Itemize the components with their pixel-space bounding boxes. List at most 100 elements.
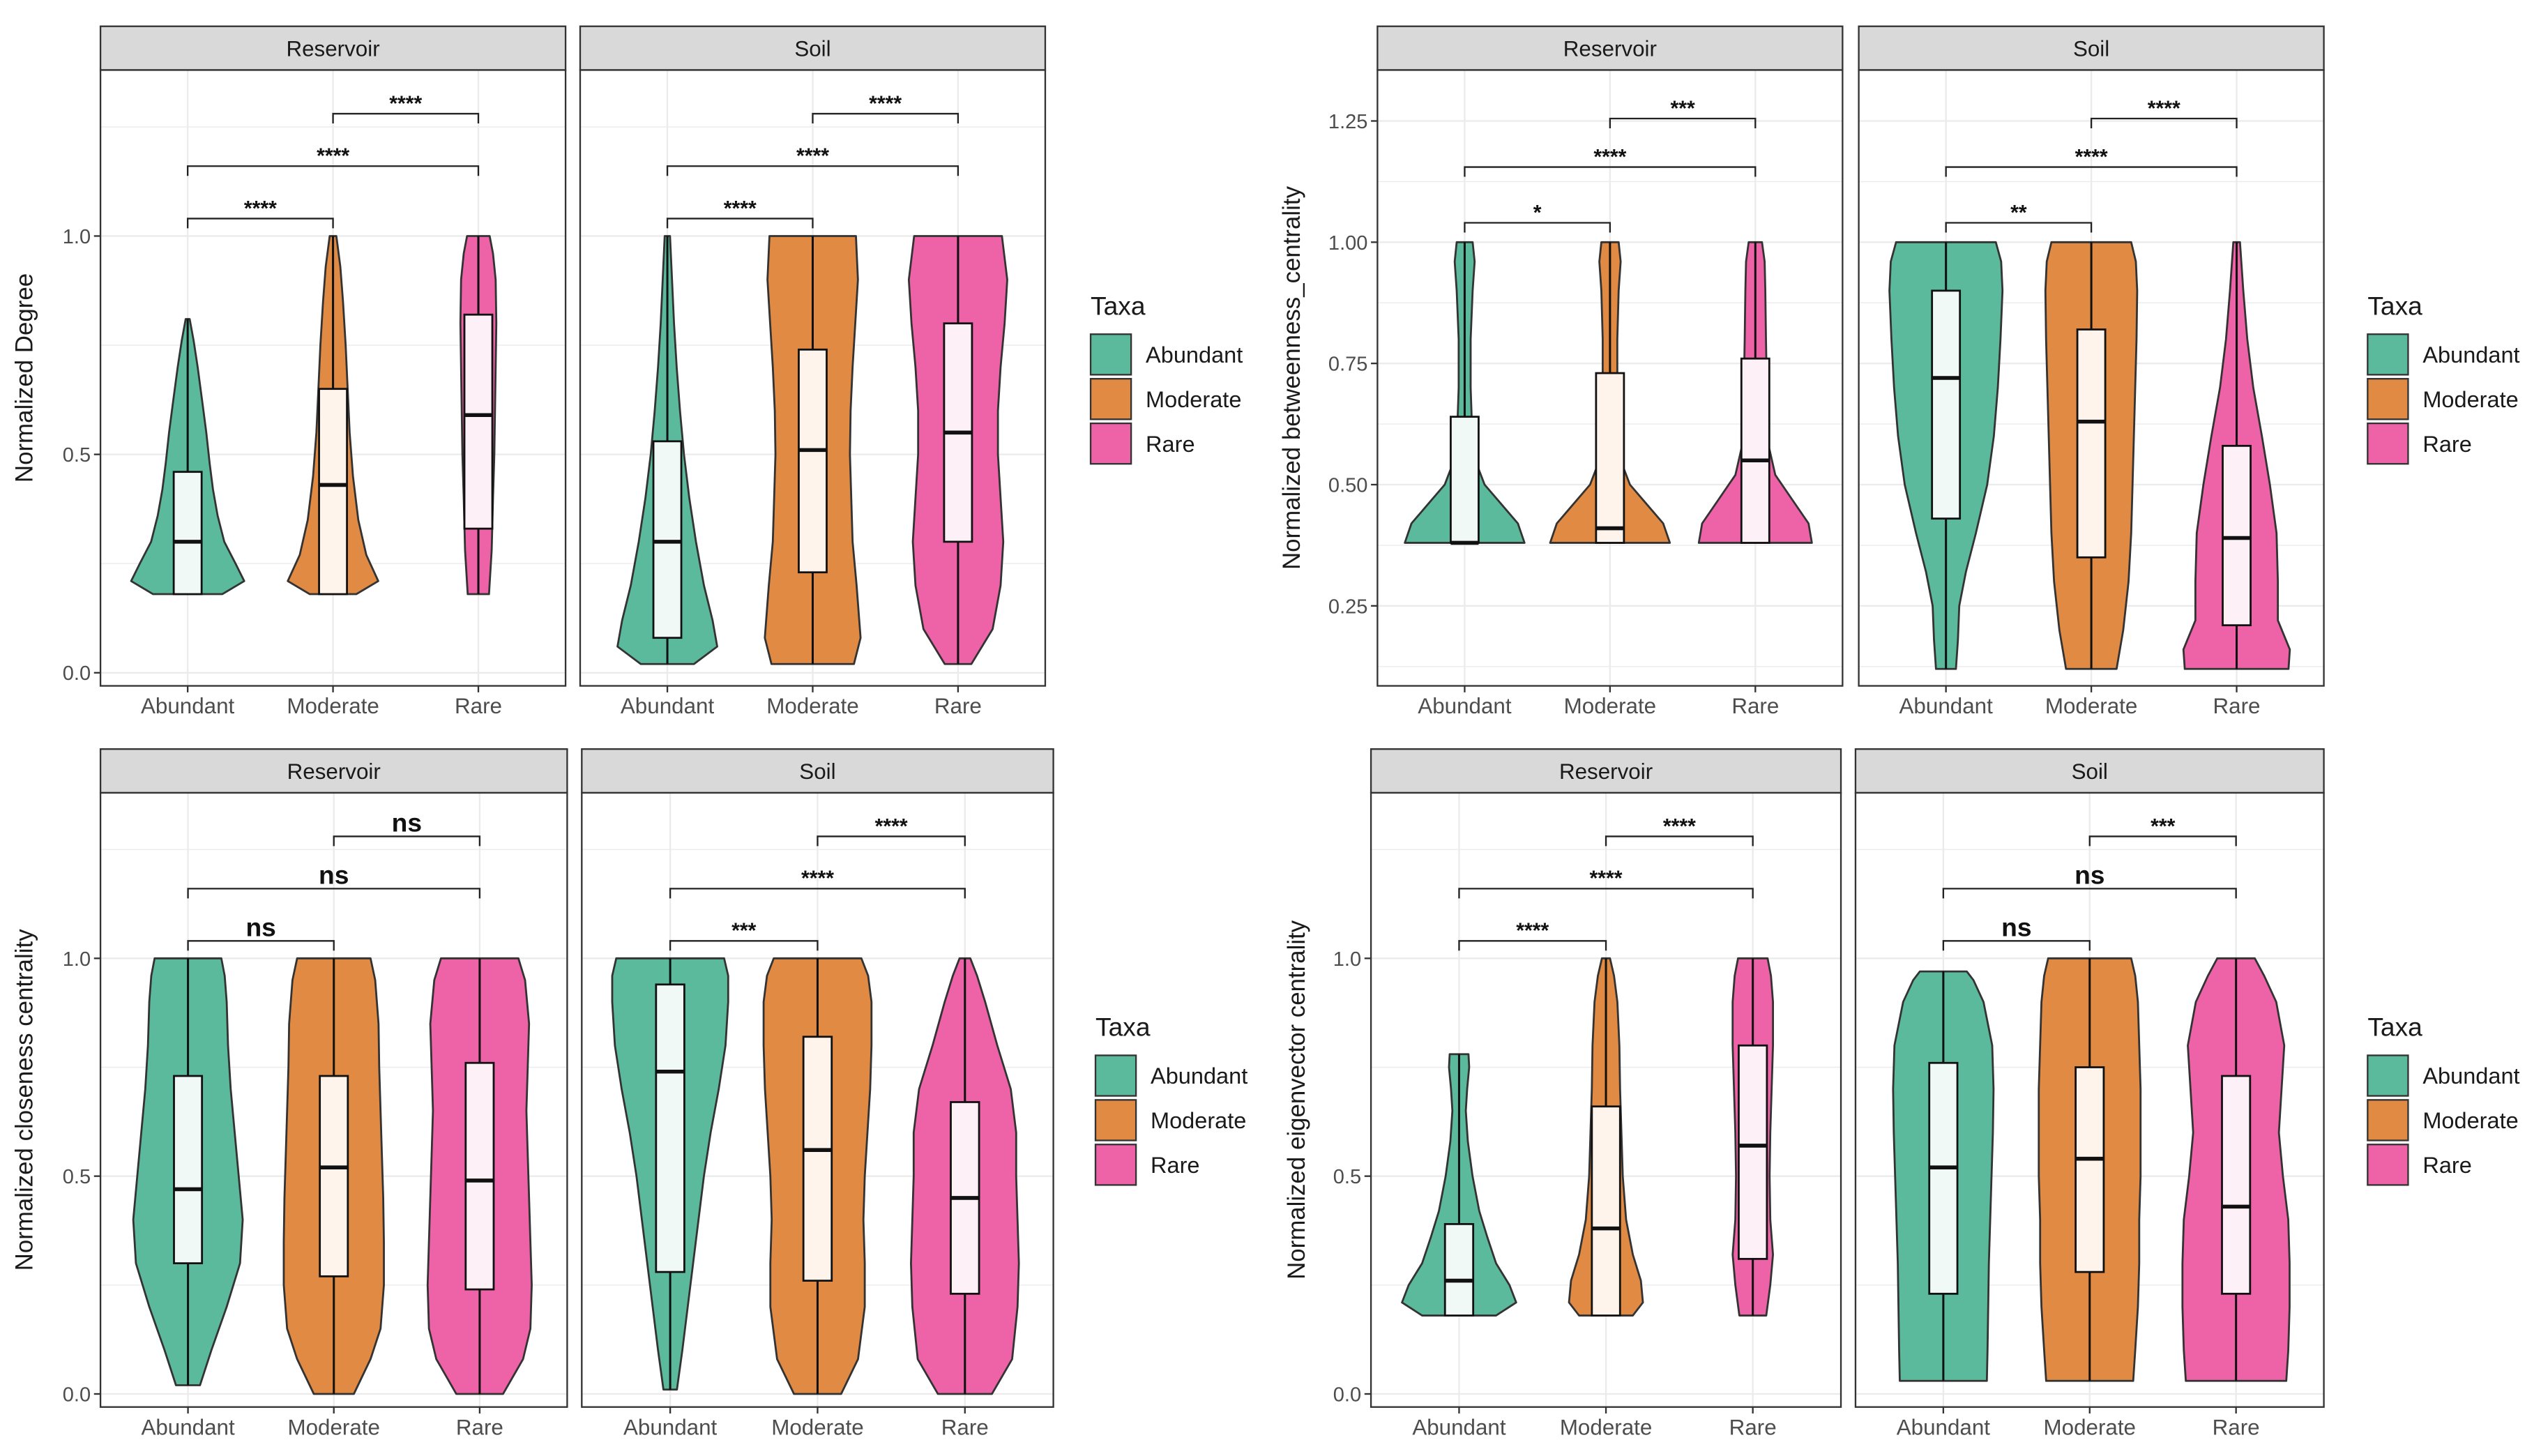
significance-label: ns [392, 807, 422, 837]
significance-bracket: ns [187, 912, 335, 951]
violin-rare [907, 235, 1008, 665]
violin-abundant [1401, 1053, 1517, 1317]
x-tick-label: Moderate [1560, 1415, 1652, 1439]
violin-moderate [764, 235, 862, 665]
significance-bracket: **** [1945, 146, 2238, 177]
x-tick-label: Rare [934, 694, 982, 718]
significance-label: **** [244, 197, 277, 220]
y-tick-label: 1.00 [1328, 232, 1368, 255]
bracket-line [669, 940, 819, 951]
x-tick-label: Abundant [141, 1415, 235, 1439]
chart-3: Normalized eigenvector centralityReservo… [1283, 748, 2520, 1439]
violin-moderate [762, 957, 873, 1395]
legend-key [1094, 1054, 1137, 1097]
significance-bracket: **** [669, 867, 966, 899]
facet-strip-label: Reservoir [1563, 37, 1657, 61]
legend-title: Taxa [2367, 1013, 2422, 1042]
significance-bracket: **** [1458, 867, 1754, 899]
violin-abundant [611, 957, 729, 1391]
violin-moderate [282, 957, 385, 1395]
y-axis-title: Normalized Degree [10, 273, 38, 483]
significance-label: **** [1593, 146, 1626, 169]
legend-title: Taxa [1091, 291, 1146, 320]
violin-abundant [1888, 241, 2004, 670]
significance-label: **** [389, 92, 422, 115]
y-tick-label: 1.0 [1333, 948, 1361, 971]
significance-label: **** [2075, 146, 2108, 169]
y-tick-label: 1.0 [63, 226, 91, 248]
legend-entry-moderate: Moderate [2367, 1099, 2519, 1142]
x-tick-label: Abundant [621, 694, 715, 718]
chart-0: Normalized DegreeReservoir0.00.51.0*****… [10, 25, 1243, 718]
significance-label: *** [2151, 815, 2176, 838]
x-tick-label: Moderate [287, 694, 379, 718]
violin-rare [910, 957, 1020, 1395]
violin-rare [2181, 957, 2291, 1382]
x-tick-label: Rare [2213, 1415, 2260, 1439]
legend-key [2367, 422, 2409, 465]
facet-strip-label: Soil [2072, 759, 2108, 784]
violin-rare [426, 957, 533, 1395]
facet-strip-label: Reservoir [287, 759, 381, 784]
bracket-line [187, 940, 335, 951]
y-tick-label: 0.0 [1333, 1383, 1361, 1406]
x-tick-label: Abundant [1897, 1415, 1991, 1439]
legend-label: Rare [2422, 432, 2471, 457]
legend-entry-rare: Rare [2367, 422, 2472, 465]
legend-key [2367, 1144, 2409, 1186]
y-axis-title: Normalized eigenvector centrality [1283, 920, 1310, 1280]
facet-reservoir: Reservoir0.250.500.751.001.25********Abu… [1328, 25, 1844, 718]
x-tick-label: Rare [941, 1415, 989, 1439]
significance-label: **** [724, 197, 757, 220]
y-tick-label: 0.50 [1328, 474, 1368, 496]
legend-label: Moderate [2422, 1108, 2518, 1133]
y-tick-label: 0.0 [63, 662, 91, 685]
violin-abundant [1892, 970, 1995, 1382]
facet-strip [1858, 25, 2325, 71]
significance-bracket: ** [1945, 202, 2093, 233]
legend-key [2367, 378, 2409, 420]
bracket-line [1605, 835, 1754, 847]
significance-label: ns [319, 860, 349, 889]
x-tick-label: Abundant [141, 694, 235, 718]
significance-bracket: ns [333, 807, 481, 847]
x-tick-label: Moderate [2045, 694, 2137, 718]
facet-strip [99, 748, 568, 794]
bracket-line [669, 888, 966, 899]
bracket-line [812, 112, 959, 124]
violin-moderate [2044, 241, 2139, 670]
legend-label: Abundant [2422, 342, 2519, 367]
iqr-box [1595, 372, 1625, 544]
significance-label: **** [796, 145, 829, 168]
x-tick-label: Moderate [766, 694, 858, 718]
bracket-line [1609, 117, 1757, 128]
iqr-box [1928, 1061, 1959, 1295]
legend-key [1094, 1099, 1137, 1142]
bracket-line [2088, 835, 2237, 847]
facet-strip-label: Soil [2073, 37, 2109, 61]
significance-bracket: *** [1609, 97, 1757, 128]
bracket-line [187, 888, 481, 899]
iqr-box [1738, 1044, 1768, 1260]
significance-bracket: *** [2088, 815, 2237, 847]
iqr-box [173, 1075, 204, 1264]
bracket-line [666, 165, 959, 176]
legend-label: Abundant [1146, 342, 1243, 367]
legend-key [1094, 1144, 1137, 1186]
x-tick-label: Moderate [287, 1415, 379, 1439]
significance-label: *** [1670, 97, 1695, 120]
significance-bracket: **** [1605, 815, 1754, 847]
iqr-box [2076, 328, 2107, 559]
iqr-box [1931, 289, 1962, 520]
bracket-line [1942, 940, 2091, 951]
bracket-line [1942, 888, 2237, 899]
legend-title: Taxa [2367, 291, 2422, 320]
